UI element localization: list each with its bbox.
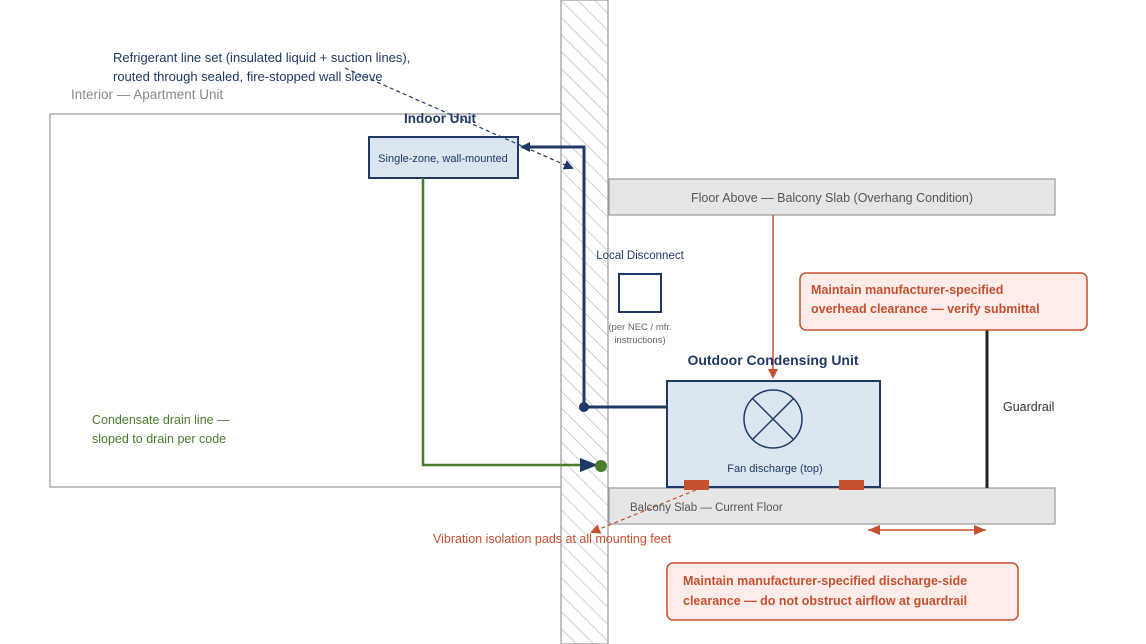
condensate-note-line2: sloped to drain per code [92,432,226,446]
overhead-clearance-text1: Maintain manufacturer-specified [811,283,1003,297]
interior-label: Interior — Apartment Unit [71,87,224,102]
floor-above-slab [608,178,1056,216]
refrigerant-note-line1: Refrigerant line set (insulated liquid +… [113,50,410,65]
isolation-pad-right [839,480,864,490]
condensate-drain-dot [595,460,607,472]
vibration-leader [590,489,697,534]
indoor-unit-desc: Single-zone, wall-mounted [378,153,508,165]
outdoor-condensing-unit [666,380,881,488]
refrigerant-connection-dot [579,402,589,412]
vibration-note: Vibration isolation pads at all mounting… [433,532,672,546]
discharge-clearance-text2: clearance — do not obstruct airflow at g… [683,594,967,608]
isolation-pad-left [684,480,709,490]
local-disconnect-note2: instructions) [614,335,665,346]
outdoor-unit-title: Outdoor Condensing Unit [687,352,858,368]
discharge-clearance-text1: Maintain manufacturer-specified discharg… [683,574,967,588]
indoor-unit [368,136,519,179]
discharge-clearance-dimension [868,525,986,535]
refrigerant-note-line2: routed through sealed, fire-stopped wall… [113,69,383,84]
overhead-clearance-text2: overhead clearance — verify submittal [811,302,1040,316]
discharge-clearance-callout [666,562,1019,621]
overhead-clearance-callout [799,272,1088,331]
floor-above-label: Floor Above — Balcony Slab (Overhang Con… [691,191,973,205]
balcony-slab [608,487,1056,525]
refrigerant-leader [344,67,574,170]
balcony-slab-label: Balcony Slab — Current Floor [630,502,783,514]
condensate-drain-line [421,178,590,467]
condensate-arrowhead [580,458,598,472]
condensate-note-line1: Condensate drain line — [92,413,230,427]
indoor-unit-title: Indoor Unit [404,111,476,126]
fan-discharge-label: Fan discharge (top) [727,463,822,475]
local-disconnect-title: Local Disconnect [596,250,684,262]
guardrail-label: Guardrail [1003,400,1054,414]
refrigerant-line [520,142,666,409]
local-disconnect-note1: (per NEC / mfr. [608,322,671,333]
local-disconnect-box [618,273,662,313]
fan-icon [743,389,803,449]
